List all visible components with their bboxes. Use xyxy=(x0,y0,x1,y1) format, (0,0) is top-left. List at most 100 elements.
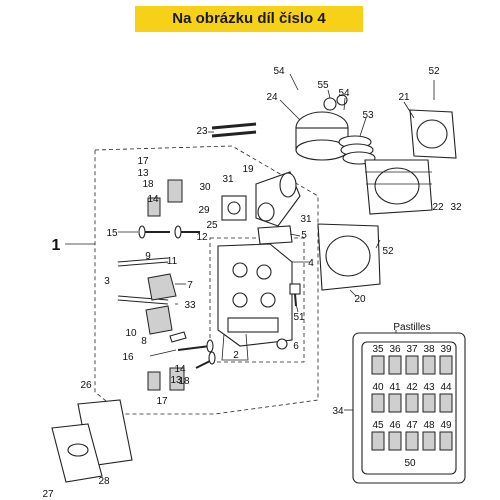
callout-29: 29 xyxy=(198,205,210,216)
cylinder-head-group-outline xyxy=(94,145,319,415)
callout-3: 3 xyxy=(104,276,110,287)
pastille-number-39: 39 xyxy=(440,344,452,355)
callout-11: 11 xyxy=(167,256,178,267)
pastille-number-47: 47 xyxy=(406,420,418,431)
sealing-plug xyxy=(276,338,288,350)
callout-7: 7 xyxy=(187,280,193,291)
pastille-cell-47 xyxy=(405,431,419,451)
cylinder-base xyxy=(317,223,381,291)
pastille-cell-35 xyxy=(371,355,385,375)
callout-2: 2 xyxy=(233,350,239,361)
pastille-number-38: 38 xyxy=(423,344,435,355)
pastille-number-41: 41 xyxy=(389,382,401,393)
callout-52a: 52 xyxy=(428,66,440,77)
pastille-number-48: 48 xyxy=(423,420,435,431)
cylinder-head xyxy=(217,243,293,347)
callout-53: 53 xyxy=(362,110,374,121)
pastille-number-35: 35 xyxy=(372,344,384,355)
callout-26: 26 xyxy=(80,380,92,391)
callout-18a: 18 xyxy=(142,179,154,190)
callout-20: 20 xyxy=(354,294,366,305)
callout-13a: 13 xyxy=(137,168,149,179)
callout-31b: 31 xyxy=(300,214,312,225)
callout-19: 19 xyxy=(242,164,254,175)
piston-rings xyxy=(338,135,376,165)
callout-12: 12 xyxy=(196,232,208,243)
callout-21: 21 xyxy=(398,92,410,103)
callout-31a: 31 xyxy=(222,174,234,185)
callout-34: 34 xyxy=(332,406,344,417)
callout-55: 55 xyxy=(317,80,329,91)
callout-15: 15 xyxy=(106,228,118,239)
pastille-cell-45 xyxy=(371,431,385,451)
callout-9: 9 xyxy=(145,251,151,262)
cylinder-head-gasket xyxy=(409,109,457,159)
callout-30: 30 xyxy=(199,182,211,193)
callout-6: 6 xyxy=(293,341,299,352)
pastille-cell-36 xyxy=(388,355,402,375)
callout-22: 22 xyxy=(432,202,444,213)
callout-4: 4 xyxy=(308,258,314,269)
piston xyxy=(295,94,349,161)
callout-16: 16 xyxy=(122,352,134,363)
pastilles-kit: Pastilles 35 36 37 38 39 40 41 42 43 44 45 46 47 48 49… xyxy=(352,322,466,484)
sensor xyxy=(289,283,301,307)
callout-27: 27 xyxy=(42,489,54,500)
pastille-cell-42 xyxy=(405,393,419,413)
callout-33: 33 xyxy=(184,300,196,311)
valve-cover xyxy=(51,399,133,483)
callout-17a: 17 xyxy=(137,156,149,167)
valve-springs xyxy=(147,179,185,391)
callout-28: 28 xyxy=(98,476,110,487)
intake-manifold xyxy=(255,171,301,227)
pastille-number-43: 43 xyxy=(423,382,435,393)
callout-5: 5 xyxy=(301,230,307,241)
pastille-cell-41 xyxy=(388,393,402,413)
pastille-number-49: 49 xyxy=(440,420,452,431)
head-sub-outline xyxy=(209,237,305,363)
callout-8: 8 xyxy=(141,336,147,347)
pastille-cell-40 xyxy=(371,393,385,413)
valves xyxy=(138,225,216,369)
leader-lines xyxy=(65,73,435,411)
callout-13b: 13 xyxy=(170,375,182,386)
pastille-number-44: 44 xyxy=(440,382,452,393)
callout-51: 51 xyxy=(293,312,305,323)
callout-24: 24 xyxy=(266,92,278,103)
pastille-cell-46 xyxy=(388,431,402,451)
pastille-cell-44 xyxy=(439,393,453,413)
pastilles-title: Pastilles xyxy=(393,322,430,333)
callout-14a: 14 xyxy=(147,194,159,205)
callout-18b: 18 xyxy=(178,376,190,387)
pastille-number-46: 46 xyxy=(389,420,401,431)
pastille-number-36: 36 xyxy=(389,344,401,355)
group-label-1: 1 xyxy=(52,237,61,254)
pastille-number-37: 37 xyxy=(406,344,418,355)
thermostat-housing xyxy=(221,195,247,221)
cylinder-block xyxy=(364,159,433,215)
callout-54a: 54 xyxy=(273,66,285,77)
pastille-number-40: 40 xyxy=(372,382,384,393)
callout-32: 32 xyxy=(450,202,462,213)
pastille-cell-37 xyxy=(405,355,419,375)
pastille-cell-38 xyxy=(422,355,436,375)
callout-25: 25 xyxy=(206,220,218,231)
callout-10: 10 xyxy=(125,328,137,339)
pastille-cell-39 xyxy=(439,355,453,375)
head-gasket xyxy=(257,225,293,245)
rocker-arms xyxy=(145,273,187,343)
callout-23: 23 xyxy=(196,126,208,137)
pastille-number-45: 45 xyxy=(372,420,384,431)
pastille-cell-43 xyxy=(422,393,436,413)
callout-54b: 54 xyxy=(338,88,350,99)
head-bolts xyxy=(211,122,257,138)
callout-52b: 52 xyxy=(382,246,394,257)
pastille-number-50: 50 xyxy=(404,458,416,469)
pastille-cell-49 xyxy=(439,431,453,451)
title-banner: Na obrázku díl číslo 4 xyxy=(135,6,363,32)
pastille-number-42: 42 xyxy=(406,382,418,393)
pastille-cell-48 xyxy=(422,431,436,451)
chain-guide xyxy=(221,333,249,361)
